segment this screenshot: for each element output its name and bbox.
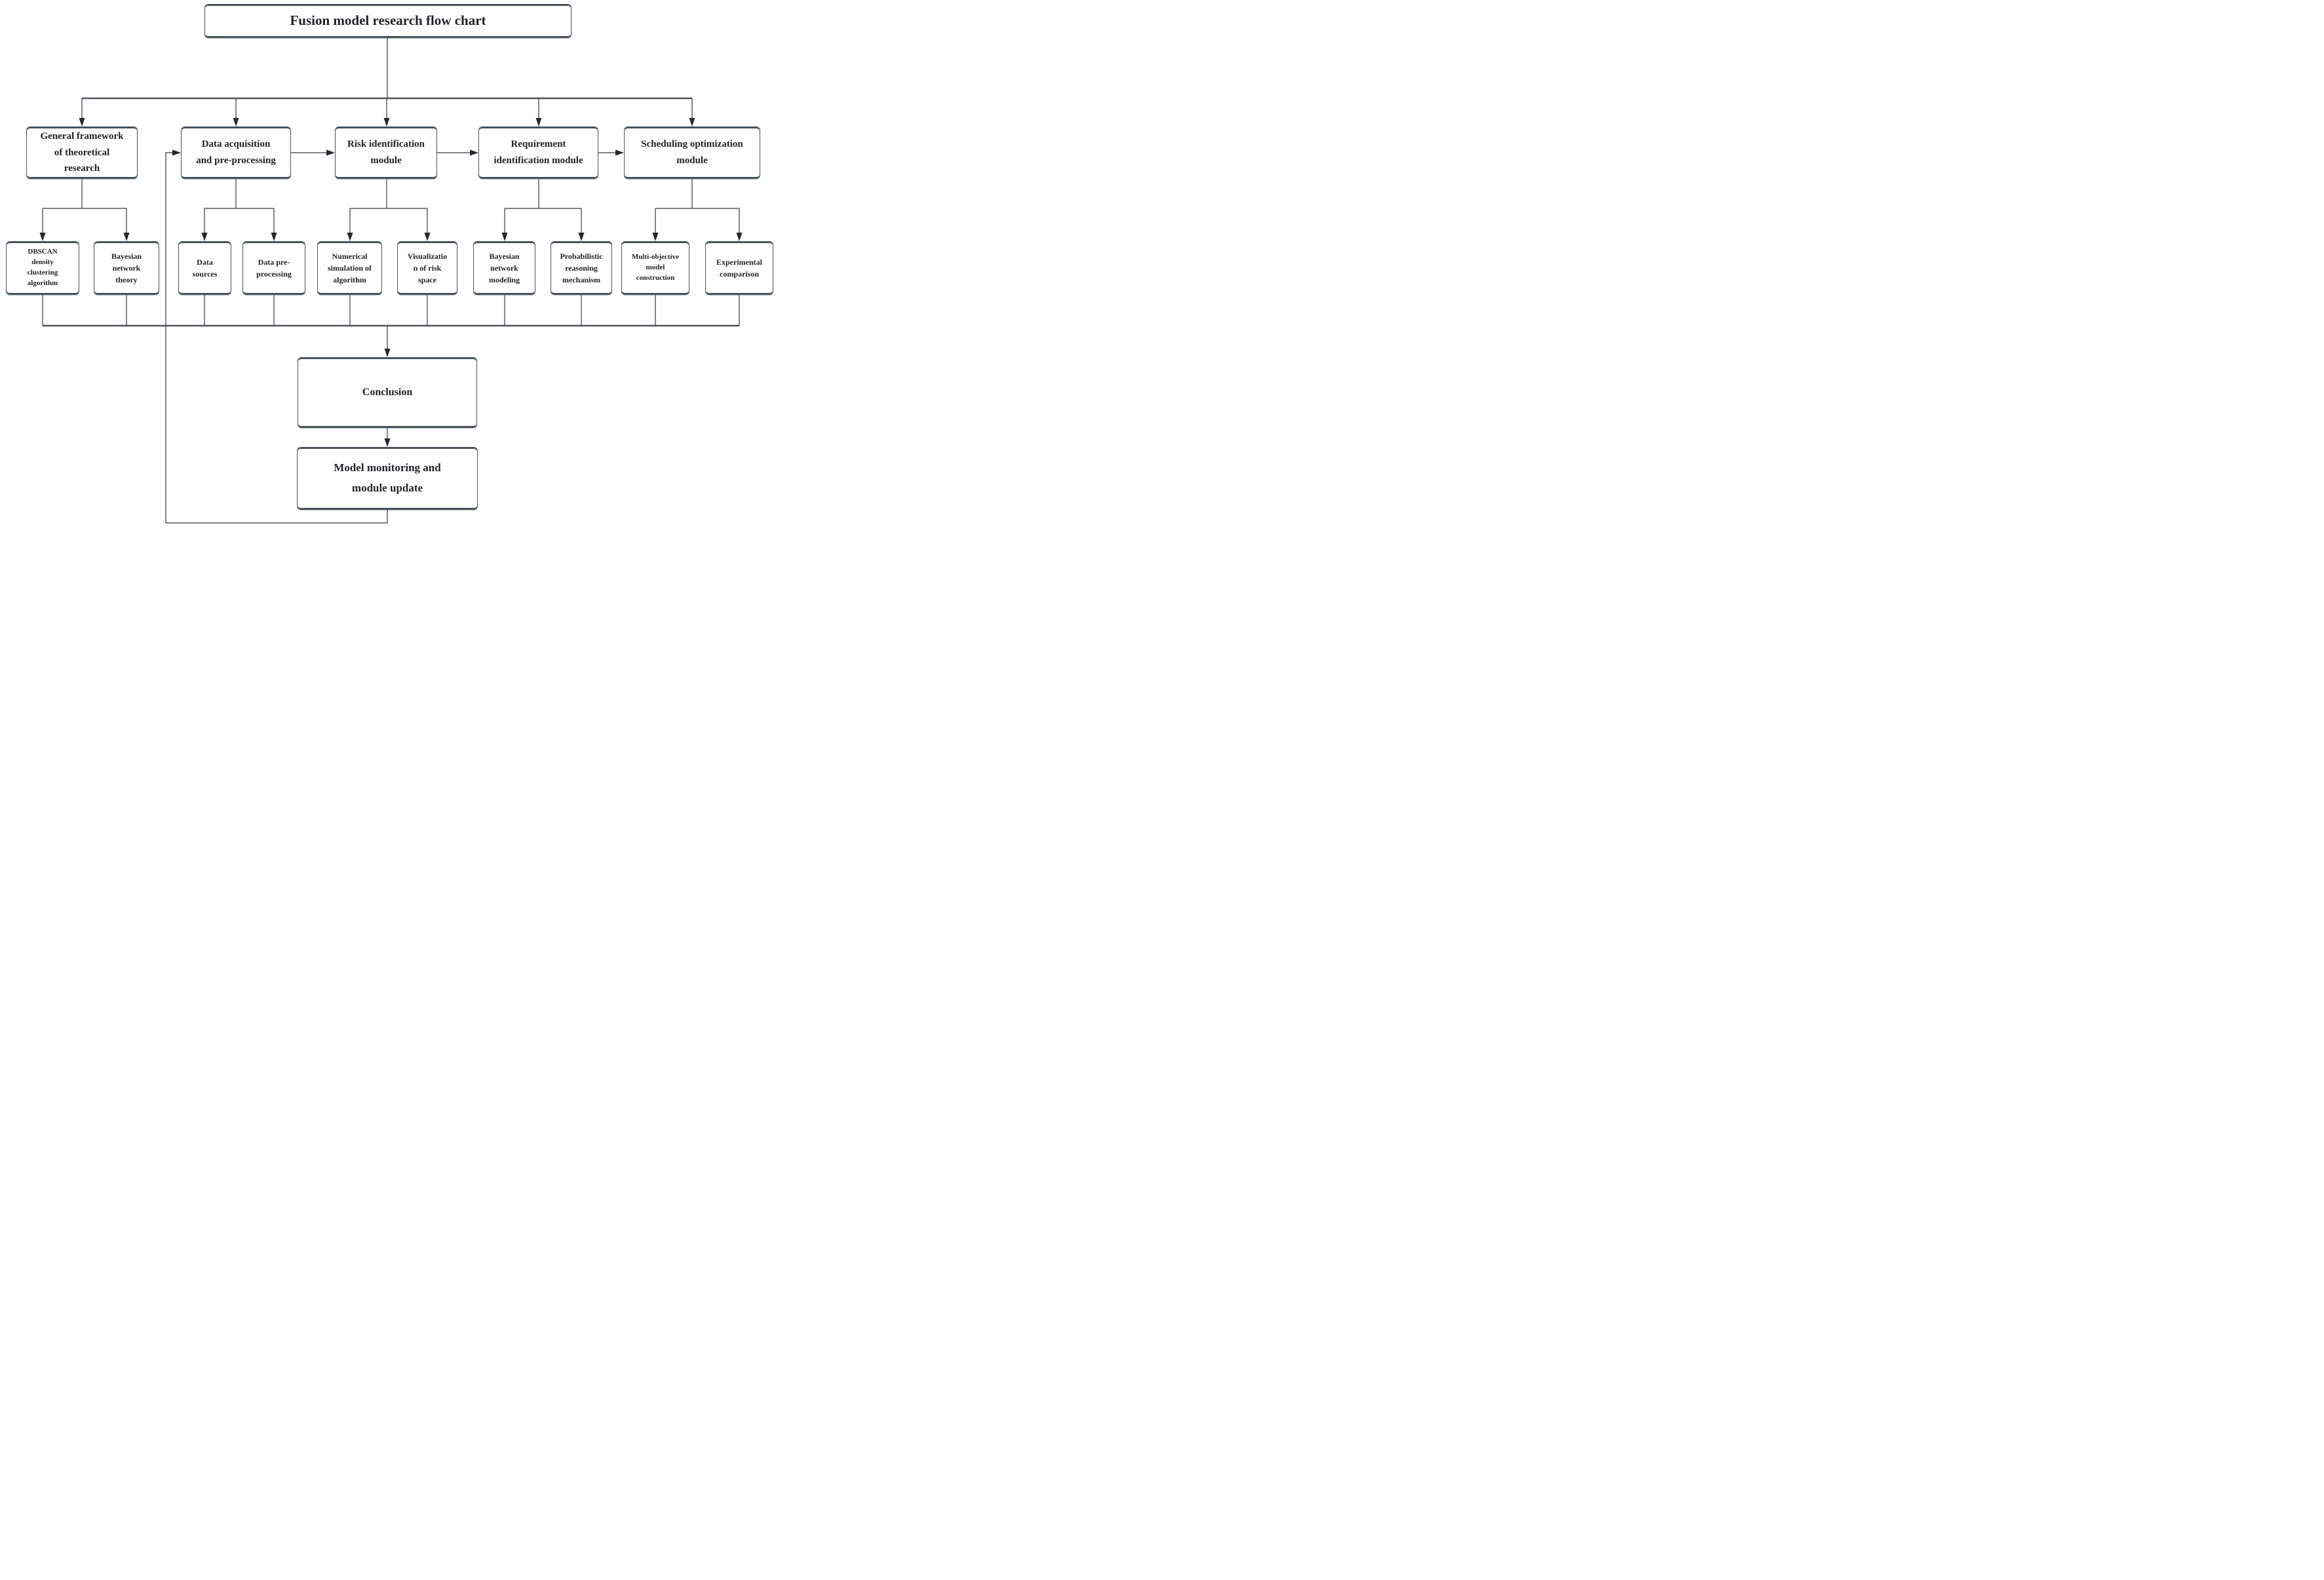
node-label: Numerical simulation of algorithm [327, 252, 372, 284]
node-label: Conclusion [362, 387, 413, 398]
node-risk-space-visualization: Visualizatio n of risk space [397, 241, 457, 295]
node-bayesian-network-modeling: Bayesian network modeling [473, 241, 535, 295]
node-flowchart-title: Fusion model research flow chart [204, 4, 571, 38]
flowchart-title-label: Fusion model research flow chart [290, 12, 486, 29]
node-requirement-identification: Requirement identification module [478, 126, 598, 179]
node-label: Requirement identification module [494, 139, 583, 166]
node-label: Multi-objective model construction [631, 253, 680, 282]
node-probabilistic-reasoning: Probabilistic reasoning mechanism [551, 241, 612, 295]
connector-layer [39, 38, 743, 524]
node-label: Visualizatio n of risk space [407, 252, 448, 284]
node-label: Bayesian network modeling [488, 252, 520, 284]
node-label: Model monitoring and module update [334, 461, 441, 494]
flowchart: Fusion model research flow chart General… [0, 0, 775, 527]
node-multi-objective-model: Multi-objective model construction [621, 241, 689, 295]
node-dbscan-clustering: DBSCAN density clustering algorithm [6, 241, 79, 295]
node-label: DBSCAN density clustering algorithm [27, 248, 58, 287]
node-conclusion: Conclusion [298, 357, 477, 428]
node-scheduling-optimization: Scheduling optimization module [624, 126, 760, 179]
node-data-acquisition: Data acquisition and pre-processing [181, 126, 291, 179]
node-label: Experimental comparison [716, 258, 762, 279]
node-label: Scheduling optimization module [641, 139, 743, 166]
node-label: Bayesian network theory [111, 252, 142, 284]
node-data-preprocessing: Data pre- processing [242, 241, 305, 295]
node-label: Data acquisition and pre-processing [196, 139, 276, 166]
node-bayesian-network-theory: Bayesian network theory [94, 241, 159, 295]
node-label: Probabilistic reasoning mechanism [560, 252, 603, 284]
node-data-sources: Data sources [178, 241, 231, 295]
node-label: Risk identification module [347, 139, 425, 166]
connector-lines [42, 38, 740, 524]
node-general-framework: General framework of theoretical researc… [26, 126, 138, 179]
node-numerical-simulation: Numerical simulation of algorithm [317, 241, 382, 295]
node-experimental-comparison: Experimental comparison [705, 241, 773, 295]
node-label: General framework of theoretical researc… [40, 130, 124, 174]
node-risk-identification: Risk identification module [335, 126, 437, 179]
node-model-monitoring: Model monitoring and module update [297, 447, 478, 510]
node-label: Data sources [192, 258, 218, 279]
node-label: Data pre- processing [256, 258, 292, 279]
